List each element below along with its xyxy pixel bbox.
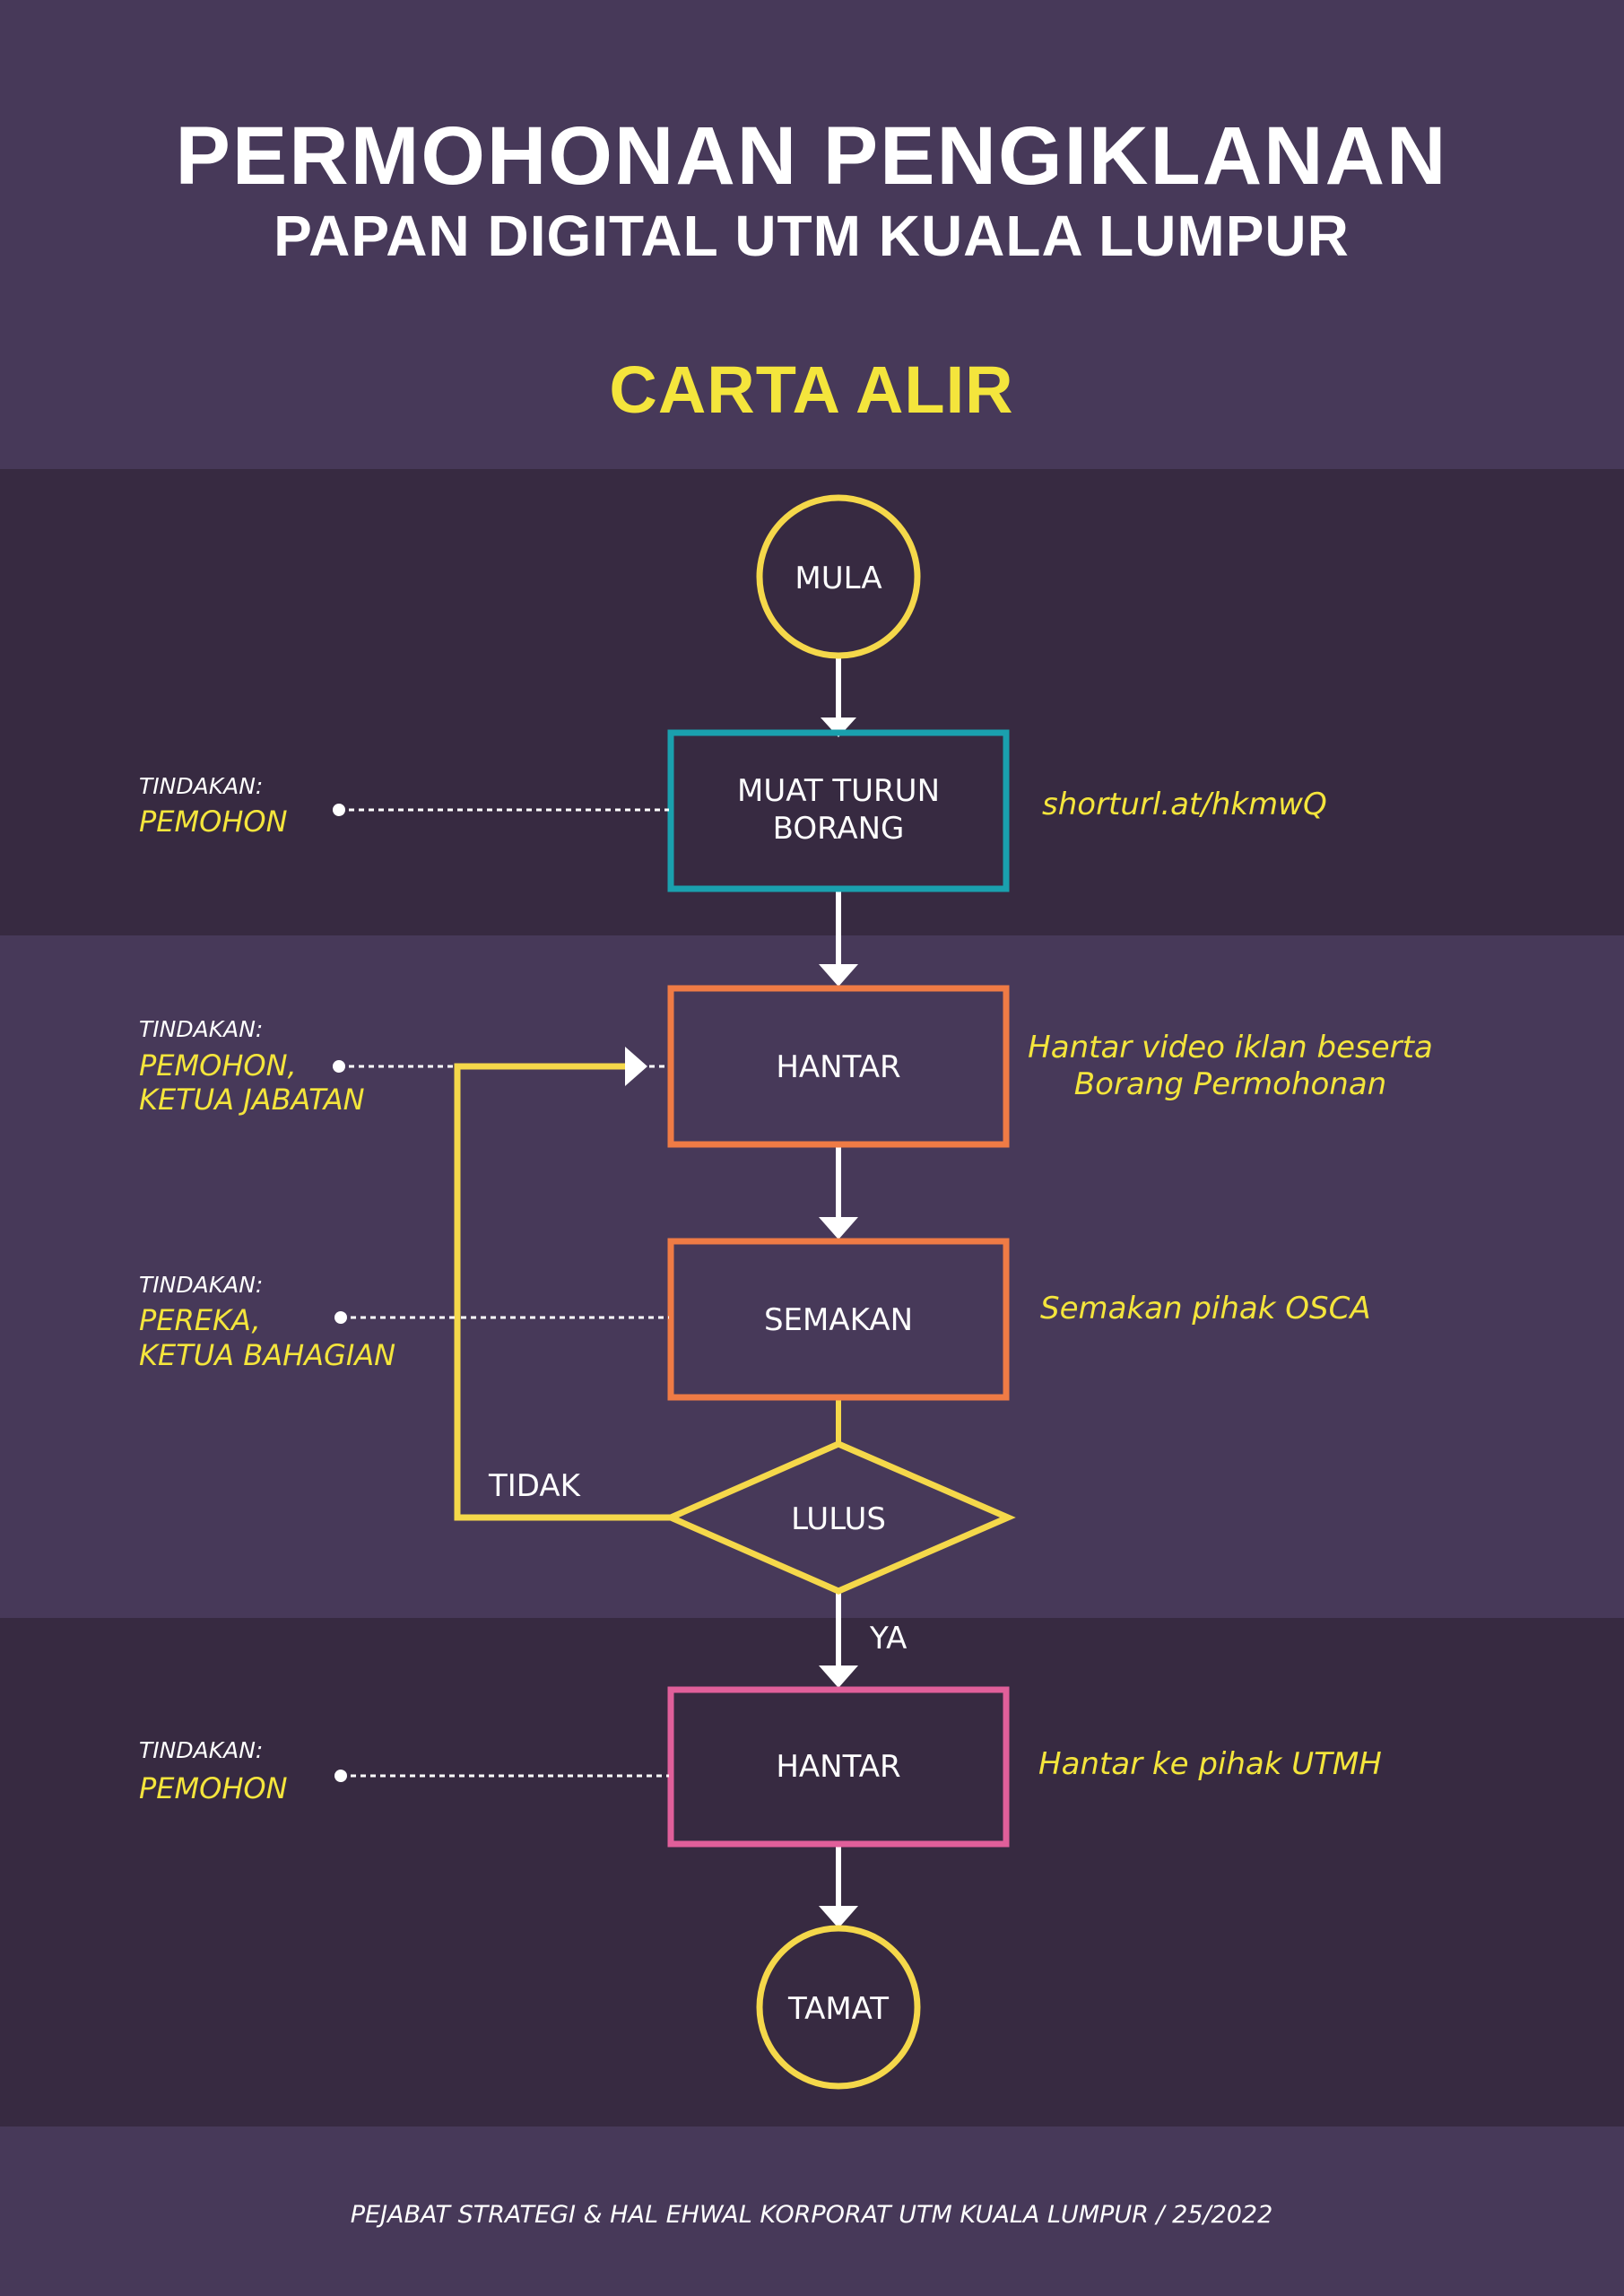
loop-no-arrowhead — [625, 1047, 647, 1086]
action-actor-review-line2: KETUA BAHAGIAN — [139, 1338, 395, 1372]
band-1 — [0, 469, 1624, 935]
submit-label: HANTAR — [776, 1049, 900, 1085]
chart-heading: CARTA ALIR — [609, 352, 1013, 427]
action-actor-submit-line1: PEMOHON, — [139, 1048, 297, 1083]
band-3 — [0, 1618, 1624, 2126]
footer-text: PEJABAT STRATEGI & HAL EHWAL KORPORAT UT… — [351, 2201, 1273, 2229]
end-node — [756, 1925, 921, 2090]
action-actor-download: PEMOHON — [139, 804, 288, 839]
submit-box — [667, 985, 1010, 1148]
note-download-link: shorturl.at/hkmwQ — [1042, 787, 1327, 822]
action-actor-review-line1: PEREKA, — [139, 1303, 261, 1337]
start-label: MULA — [795, 561, 881, 596]
download-label-line1: MUAT TURUN — [737, 773, 940, 809]
note-submit-line1: Hantar video iklan beserta — [1028, 1030, 1433, 1065]
end-label: TAMAT — [787, 1991, 889, 2027]
edge-yes-label: YA — [869, 1621, 907, 1657]
final-submit-box — [667, 1686, 1010, 1848]
decision-diamond — [663, 1440, 1016, 1595]
note-submit-line2: Borang Permohonan — [1074, 1066, 1386, 1102]
decision-label: LULUS — [791, 1501, 886, 1537]
start-node — [756, 494, 921, 659]
review-box — [667, 1238, 1010, 1401]
note-review: Semakan pihak OSCA — [1040, 1291, 1371, 1326]
action-label-submit: TINDAKAN: — [139, 1016, 263, 1042]
edge-no-label: TIDAK — [488, 1468, 582, 1504]
download-label-line2: BORANG — [773, 811, 905, 847]
action-label-review: TINDAKAN: — [139, 1272, 263, 1298]
loop-no-path — [454, 1063, 671, 1521]
final-submit-label: HANTAR — [776, 1749, 900, 1785]
action-actor-submit-line2: KETUA JABATAN — [139, 1083, 365, 1117]
action-actor-final: PEMOHON — [139, 1771, 288, 1805]
action-label-download: TINDAKAN: — [139, 773, 263, 799]
page-subtitle: PAPAN DIGITAL UTM KUALA LUMPUR — [274, 204, 1350, 268]
review-label: SEMAKAN — [764, 1302, 913, 1338]
download-form-box — [667, 729, 1010, 892]
band-2 — [0, 935, 1624, 1618]
page-title: PERMOHONAN PENGIKLANAN — [176, 110, 1448, 202]
note-final: Hantar ke pihak UTMH — [1038, 1746, 1382, 1782]
action-label-final: TINDAKAN: — [139, 1737, 263, 1763]
band-header — [0, 0, 1624, 469]
band-footer — [0, 2126, 1624, 2296]
